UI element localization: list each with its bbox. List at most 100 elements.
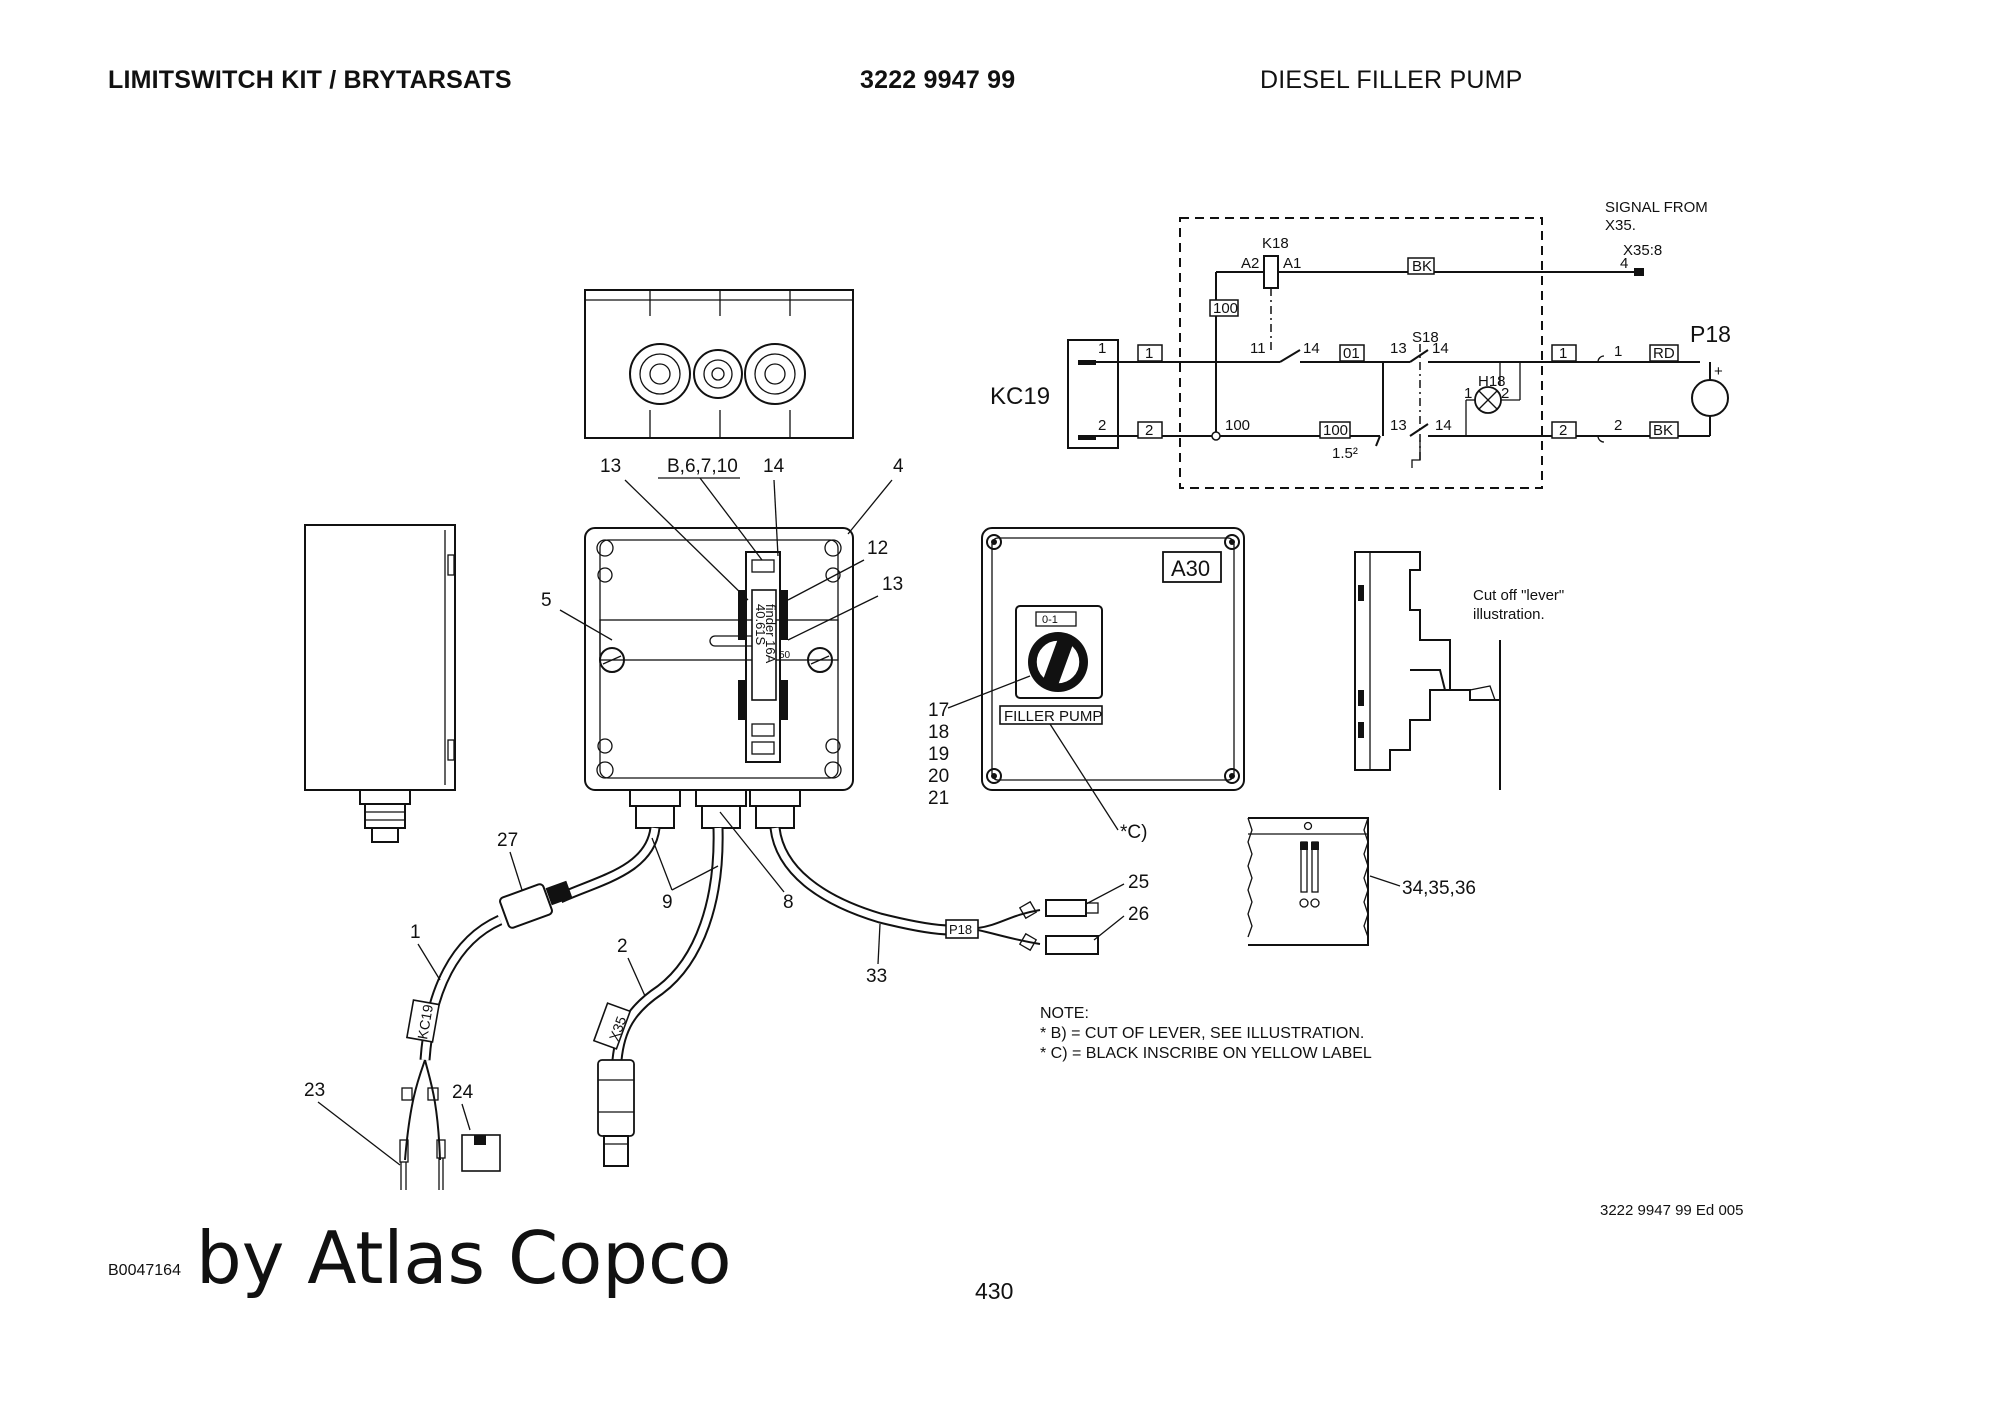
callout-14: 14 [763,456,785,477]
relay-coil [1263,255,1279,289]
cable-callouts: 27 1 9 8 2 25 26 33 23 24 [304,811,1149,1166]
s18-contact-upper [1409,349,1429,363]
callout-2: 2 [617,936,628,957]
lamp-label: H18 [1478,373,1506,390]
callout-24: 24 [452,1082,474,1103]
panel-callouts: 17 18 19 20 21 *C) [928,675,1147,843]
cables: KC19 X35 P18 [399,826,1099,1190]
notes: NOTE: * B) = CUT OF LEVER, SEE ILLUSTRAT… [1040,1005,1372,1062]
signal-source-label: X35. [1605,217,1636,234]
contact-13b-label: 13 [1390,417,1407,434]
cable-connector-27 [499,883,553,929]
junction-box-open: finder 16A 40.61S 50 [584,527,854,829]
contact-13a-label: 13 [1390,340,1407,357]
callout-5: 5 [541,590,552,611]
callout-33: 33 [866,966,887,987]
callout-19: 19 [928,744,949,765]
box-top-view [584,289,854,439]
callout-17: 17 [928,700,949,721]
callout-27: 27 [497,830,518,851]
callout-4: 4 [893,456,904,477]
k18-contact [1279,349,1301,363]
pump-plus-label: + [1714,363,1723,380]
wire-marker-bk-top [1407,257,1435,275]
contact-14c-label: 14 [1435,417,1452,434]
wire-1-left-label: 1 [1145,345,1153,362]
callout-13a: 13 [600,456,621,477]
callout-12: 12 [867,538,888,559]
node-100-label: 100 [1225,417,1250,434]
wire-marker-100-top [1209,299,1239,317]
wire-bk-bottom-label: BK [1653,422,1673,439]
switch-label: S18 [1412,329,1439,346]
wire-2-right-label: 2 [1559,422,1567,439]
page-title: LIMITSWITCH KIT / BRYTARSATS [108,66,512,94]
panel-id-plate [1162,551,1222,583]
wire-100-bottom-label: 100 [1323,422,1348,439]
image-code: B0047164 [108,1262,181,1279]
callout-25: 25 [1128,872,1149,893]
wire-bk-top-label: BK [1412,258,1432,275]
edition-number: 3222 9947 99 Ed 005 [1600,1202,1744,1219]
s18-contact-lower [1409,423,1429,437]
pump-p18 [1691,379,1729,417]
cut-off-note-line1: Cut off "lever" [1473,587,1564,604]
cable-p18-label: P18 [949,922,972,937]
callout-26: 26 [1128,904,1149,925]
wire-marker-2-left [1137,421,1163,439]
contact-14b-label: 14 [1432,340,1449,357]
cable-marker-x35 [592,1002,632,1050]
plug-pin1-label: 1 [1614,343,1622,360]
wire-marker-rd [1649,344,1679,362]
terminal-26 [1045,935,1099,955]
wire-marker-2-right [1551,421,1577,439]
cross-section-label: 1.5² [1332,445,1358,462]
wire-100-top-label: 100 [1213,300,1238,317]
connector-pin2-label: 2 [1098,417,1106,434]
label-detail: 34,35,36 [1247,817,1476,946]
cable-kc-label: KC19 [414,1003,436,1040]
contact-14a-label: 14 [1303,340,1320,357]
box-side-view [304,524,456,843]
callout-b: B,6,7,10 [667,456,738,477]
filler-pump-nameplate [999,705,1103,725]
wire-1-right-label: 1 [1559,345,1567,362]
callout-18: 18 [928,722,949,743]
relay-model-label: 40.61S [753,604,768,646]
switch-positions-label: 0-1 [1042,614,1058,626]
note-title: NOTE: [1040,1005,1089,1022]
page-subtitle: DIESEL FILLER PUMP [1260,66,1523,94]
relay-module [751,589,777,701]
wiring-schematic: SIGNAL FROM X35. X35:8 4 K18 A2 A1 BK 10… [990,199,1731,489]
callout-34-35-36: 34,35,36 [1402,878,1476,899]
callout-8: 8 [783,892,794,913]
callout-21: 21 [928,788,949,809]
relay-label: K18 [1262,235,1289,252]
wire-marker-1-left [1137,344,1163,362]
wire-marker-100-bottom [1319,421,1351,439]
brand-watermark: by Atlas Copco [196,1216,732,1300]
lamp-pin1-label: 1 [1464,385,1472,402]
cut-off-note-line2: illustration. [1473,606,1545,623]
connector-x35 [597,1059,635,1137]
wire-01-label: 01 [1343,345,1360,362]
wire-marker-bk-bottom [1649,421,1679,439]
note-line-1: * B) = CUT OF LEVER, SEE ILLUSTRATION. [1040,1025,1364,1042]
cable-glands [629,789,801,829]
callout-20: 20 [928,766,949,787]
connector-label: KC19 [990,383,1050,410]
terminal-pin [1634,268,1644,276]
signal-from-label: SIGNAL FROM [1605,199,1708,216]
part-number: 3222 9947 99 [860,66,1016,94]
relay-brand-label: finder 16A [763,604,778,664]
callout-9: 9 [662,892,673,913]
terminal-pin-label: 4 [1620,255,1628,272]
relay-socket-illustration: Cut off "lever" illustration. [1354,551,1564,790]
wire-2-left-label: 2 [1145,422,1153,439]
cable-marker-kc19 [405,999,441,1043]
relay-a2-label: A2 [1241,255,1259,272]
contact-11-label: 11 [1250,340,1266,357]
selector-switch-body [1015,605,1103,699]
wire-marker-01 [1339,344,1365,362]
